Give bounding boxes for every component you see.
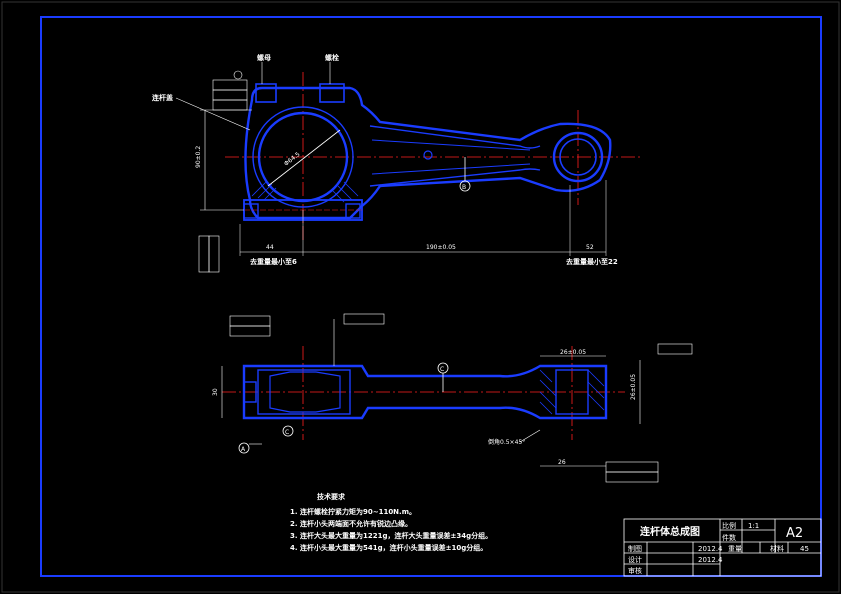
tech-req-item-3: 3. 连杆大头最大重量为1221g，连杆大头重量误差±34g分组。	[290, 531, 492, 540]
tech-requirements: 技术要求 1. 连杆螺栓拧紧力矩为90~110N.m。 2. 连杆小头两端面不允…	[290, 492, 492, 552]
weight-label: 重量	[728, 545, 742, 553]
width-big-label: 26±0.05	[630, 374, 637, 400]
tech-req-item-4: 4. 连杆小头最大重量为541g，连杆小头重量误差±10g分组。	[290, 543, 487, 552]
svg-text:A: A	[241, 446, 246, 453]
front-view: Φ64.5 B 连杆盖 螺母 螺栓 90±0.2	[152, 53, 640, 273]
scale-label: 比例	[722, 521, 736, 530]
rod-cap-label: 连杆盖	[152, 93, 173, 102]
right-weight-note: 去重量最小至22	[566, 257, 618, 266]
bolt-label: 螺栓	[325, 53, 339, 62]
drawn-date: 2012.4	[698, 545, 723, 553]
left-weight-note: 去重量最小至6	[250, 257, 297, 266]
svg-text:C: C	[440, 366, 444, 373]
sheet-frame	[40, 16, 822, 577]
title-block	[623, 518, 822, 577]
big-end-diameter-label: Φ64.5	[283, 151, 302, 168]
quantity-label: 件数	[722, 533, 736, 542]
design-date: 2012.4	[698, 556, 723, 564]
nut-label: 螺母	[257, 53, 271, 62]
tech-requirements-title: 技术要求	[317, 492, 346, 501]
svg-text:B: B	[462, 184, 466, 191]
check-label: 审核	[628, 566, 642, 575]
width-small-label: 26±0.05	[560, 349, 586, 356]
big-end-height-label: 30	[212, 388, 219, 396]
material-label: 材料	[770, 544, 784, 553]
side-view: C C A 30 26±0.05 26±0.05 26 倒角0.5×45°	[212, 313, 693, 483]
tech-req-item-1: 1. 连杆螺栓拧紧力矩为90~110N.m。	[290, 507, 416, 516]
drawn-label: 制图	[628, 544, 642, 553]
right-offset-label: 52	[586, 244, 594, 251]
sheet-size: A2	[786, 526, 803, 541]
center-distance-label: 190±0.05	[426, 244, 456, 251]
tech-req-item-2: 2. 连杆小头两端面不允许有锐边凸缘。	[290, 519, 412, 528]
material-value: 45	[800, 545, 809, 553]
left-offset-label: 44	[266, 244, 274, 251]
height-left-label: 90±0.2	[195, 146, 202, 168]
scale-value: 1:1	[748, 522, 759, 530]
svg-text:C: C	[285, 429, 289, 436]
chamfer-note: 倒角0.5×45°	[488, 438, 525, 446]
drawing-title: 连杆体总成图	[640, 525, 700, 538]
design-label: 设计	[628, 555, 642, 564]
small-end-width-label: 26	[558, 459, 566, 466]
